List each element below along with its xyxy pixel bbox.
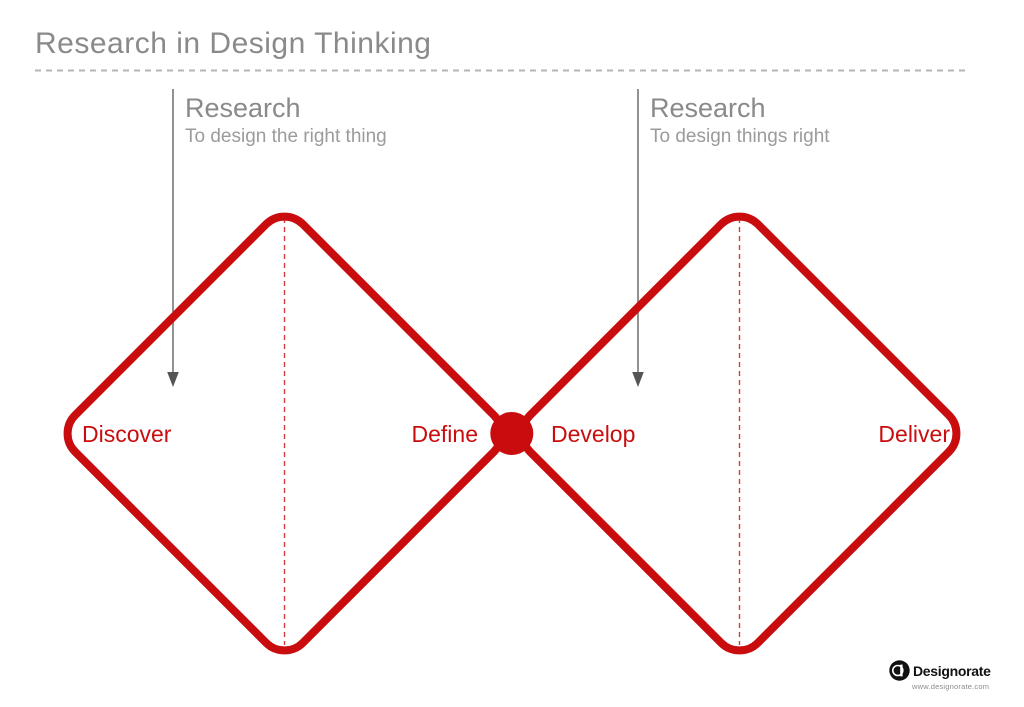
left-research-annotation: Research To design the right thing (185, 93, 387, 149)
designorate-logo-icon (889, 660, 910, 681)
left-research-heading: Research (185, 93, 301, 123)
right-research-subheading: To design things right (650, 126, 830, 147)
left-research-subheading: To design the right thing (185, 126, 387, 147)
right-research-heading: Research (650, 93, 766, 123)
right-research-arrow (632, 89, 644, 387)
left-research-arrow (167, 89, 179, 387)
define-develop-center-node (490, 412, 534, 455)
discover-define-diamond-outline (63, 212, 506, 655)
phase-label-discover: Discover (82, 421, 172, 447)
phase-label-define: Define (411, 421, 478, 447)
page-title: Research in Design Thinking (35, 27, 432, 60)
right-research-annotation: Research To design things right (650, 93, 830, 149)
develop-deliver-diamond-outline (518, 212, 961, 655)
left-research-arrowhead-icon (167, 372, 179, 387)
phase-label-deliver: Deliver (878, 421, 950, 447)
designorate-logo: Designorate www.designorate.com (889, 660, 1009, 691)
right-research-arrowhead-icon (632, 372, 644, 387)
phase-label-develop: Develop (551, 421, 636, 447)
logo-website-url: www.designorate.com (912, 682, 990, 691)
logo-brand-name: Designorate (913, 662, 991, 679)
